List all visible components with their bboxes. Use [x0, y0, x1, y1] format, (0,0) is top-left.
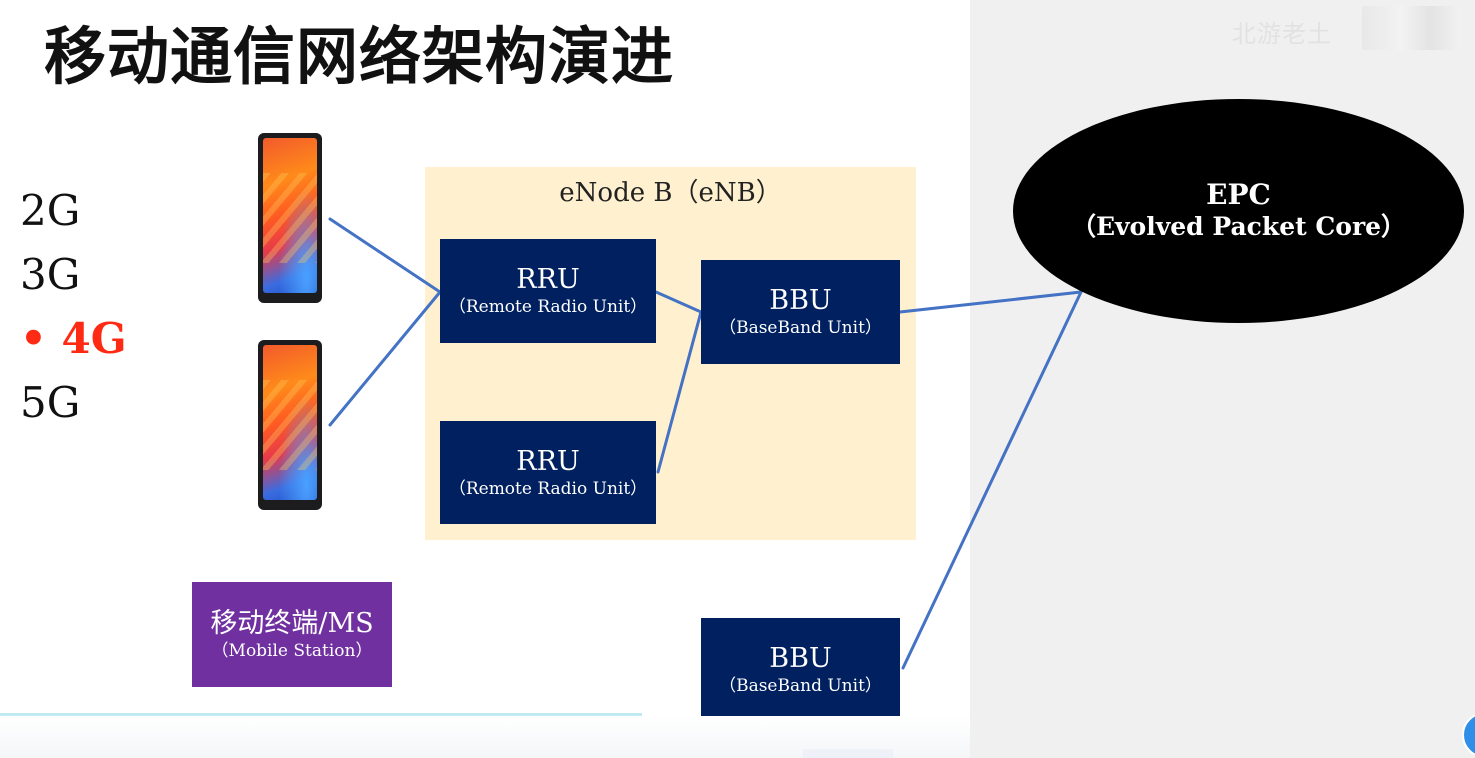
- generation-2g: 2G: [20, 186, 81, 235]
- watermark: 北游老土: [1232, 20, 1332, 48]
- epc-subtitle: （Evolved Packet Core）: [1070, 212, 1407, 241]
- phone-screen: [263, 345, 317, 500]
- link-phone1-rru: [328, 217, 442, 294]
- phone-wallpaper: [263, 380, 317, 470]
- link-bbu1-epc: [898, 290, 1083, 314]
- epc-text: EPC （Evolved Packet Core）: [1013, 178, 1464, 242]
- smartphone-icon: [258, 133, 322, 303]
- generation-4g-active: • 4G: [20, 314, 127, 363]
- epc-ellipse: [1013, 99, 1464, 323]
- rru-subtitle: （Remote Radio Unit）: [448, 478, 648, 499]
- bbu-subtitle: （BaseBand Unit）: [719, 675, 882, 696]
- bbu-label: BBU: [769, 642, 832, 674]
- mobile-station-box: 移动终端/MS （Mobile Station）: [192, 582, 392, 687]
- divider-line: [0, 713, 642, 716]
- smartphone-icon: [258, 340, 322, 510]
- rru-subtitle: （Remote Radio Unit）: [448, 297, 648, 317]
- watermark-logo: [1362, 6, 1460, 50]
- generation-5g: 5G: [20, 378, 81, 427]
- phone-screen: [263, 138, 317, 293]
- bottom-tab: [803, 749, 893, 758]
- bbu-subtitle: （BaseBand Unit）: [719, 318, 882, 338]
- mobile-station-label: 移动终端/MS: [210, 607, 374, 639]
- rru-box: RRU （Remote Radio Unit）: [440, 239, 656, 343]
- bbu-box: BBU （BaseBand Unit）: [701, 260, 900, 364]
- phone-wallpaper: [263, 173, 317, 263]
- bbu-label: BBU: [769, 285, 832, 316]
- mobile-station-subtitle: （Mobile Station）: [211, 640, 373, 661]
- link-rru1-bbu1: [654, 290, 703, 314]
- enodeb-label: eNode B（eNB）: [559, 178, 782, 208]
- generation-3g: 3G: [20, 250, 81, 299]
- page-title: 移动通信网络架构演进: [44, 20, 675, 93]
- rru-label: RRU: [516, 445, 580, 477]
- epc-label: EPC: [1206, 178, 1271, 211]
- link-phone2-rru: [328, 290, 442, 427]
- link-bbu2-epc: [901, 290, 1083, 670]
- link-rru2-bbu1: [656, 310, 703, 474]
- rru-box: RRU （Remote Radio Unit）: [440, 421, 656, 524]
- rru-label: RRU: [516, 264, 580, 295]
- bbu-box: BBU （BaseBand Unit）: [701, 618, 900, 721]
